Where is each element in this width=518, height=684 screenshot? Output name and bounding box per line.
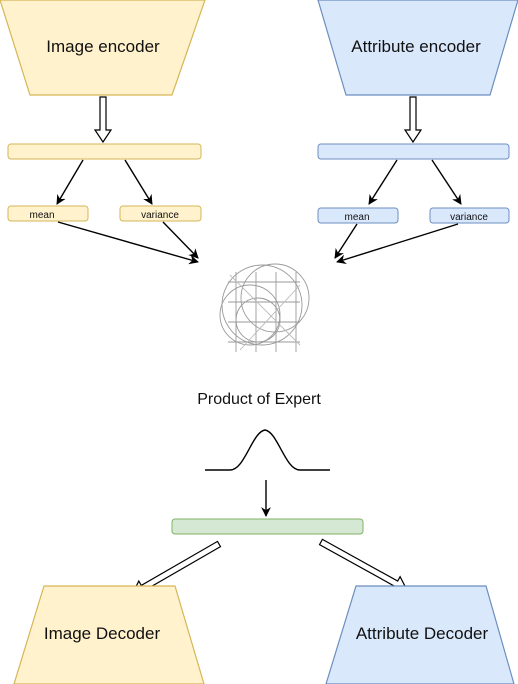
attribute-decoder-label: Attribute Decoder [356, 624, 489, 643]
attribute-to-mean-arrow [368, 159, 398, 205]
image-decoder-label: Image Decoder [44, 624, 161, 643]
image-mean-label: mean [29, 210, 54, 221]
image-feature-bar [7, 143, 202, 160]
attribute-to-variance-arrow [431, 159, 462, 205]
attribute-variance-label: variance [450, 212, 488, 223]
attribute-encoder-shape [317, 0, 518, 96]
attribute-variance-box [429, 207, 510, 224]
attribute-encoder-label: Attribute encoder [351, 37, 481, 56]
attribute-variance-to-poe-arrow [336, 223, 459, 265]
image-to-variance-arrow [124, 159, 153, 205]
attribute-mean-to-poe-arrow [334, 223, 358, 259]
attribute-mean-box [317, 207, 399, 224]
image-to-mean-arrow [56, 159, 84, 205]
gaussian-curve [205, 429, 330, 471]
attribute-feature-bar [317, 143, 510, 160]
attribute-mean-label: mean [344, 212, 369, 223]
product-of-experts-icon [219, 263, 310, 352]
image-encoder-hollow-arrow [93, 96, 113, 144]
poe-label: Product of Expert [197, 391, 321, 408]
image-mean-to-poe-arrow [57, 221, 199, 265]
attribute-decoder-shape [325, 585, 515, 684]
image-encoder-label: Image encoder [46, 37, 160, 56]
latent-bar [171, 518, 364, 535]
image-decoder-shape [13, 585, 205, 684]
image-variance-label: variance [141, 210, 179, 221]
image-variance-box [119, 205, 202, 222]
image-encoder-shape [0, 0, 206, 96]
image-variance-to-poe-arrow [162, 221, 199, 259]
image-mean-box [7, 205, 89, 222]
attribute-encoder-hollow-arrow [403, 96, 423, 144]
